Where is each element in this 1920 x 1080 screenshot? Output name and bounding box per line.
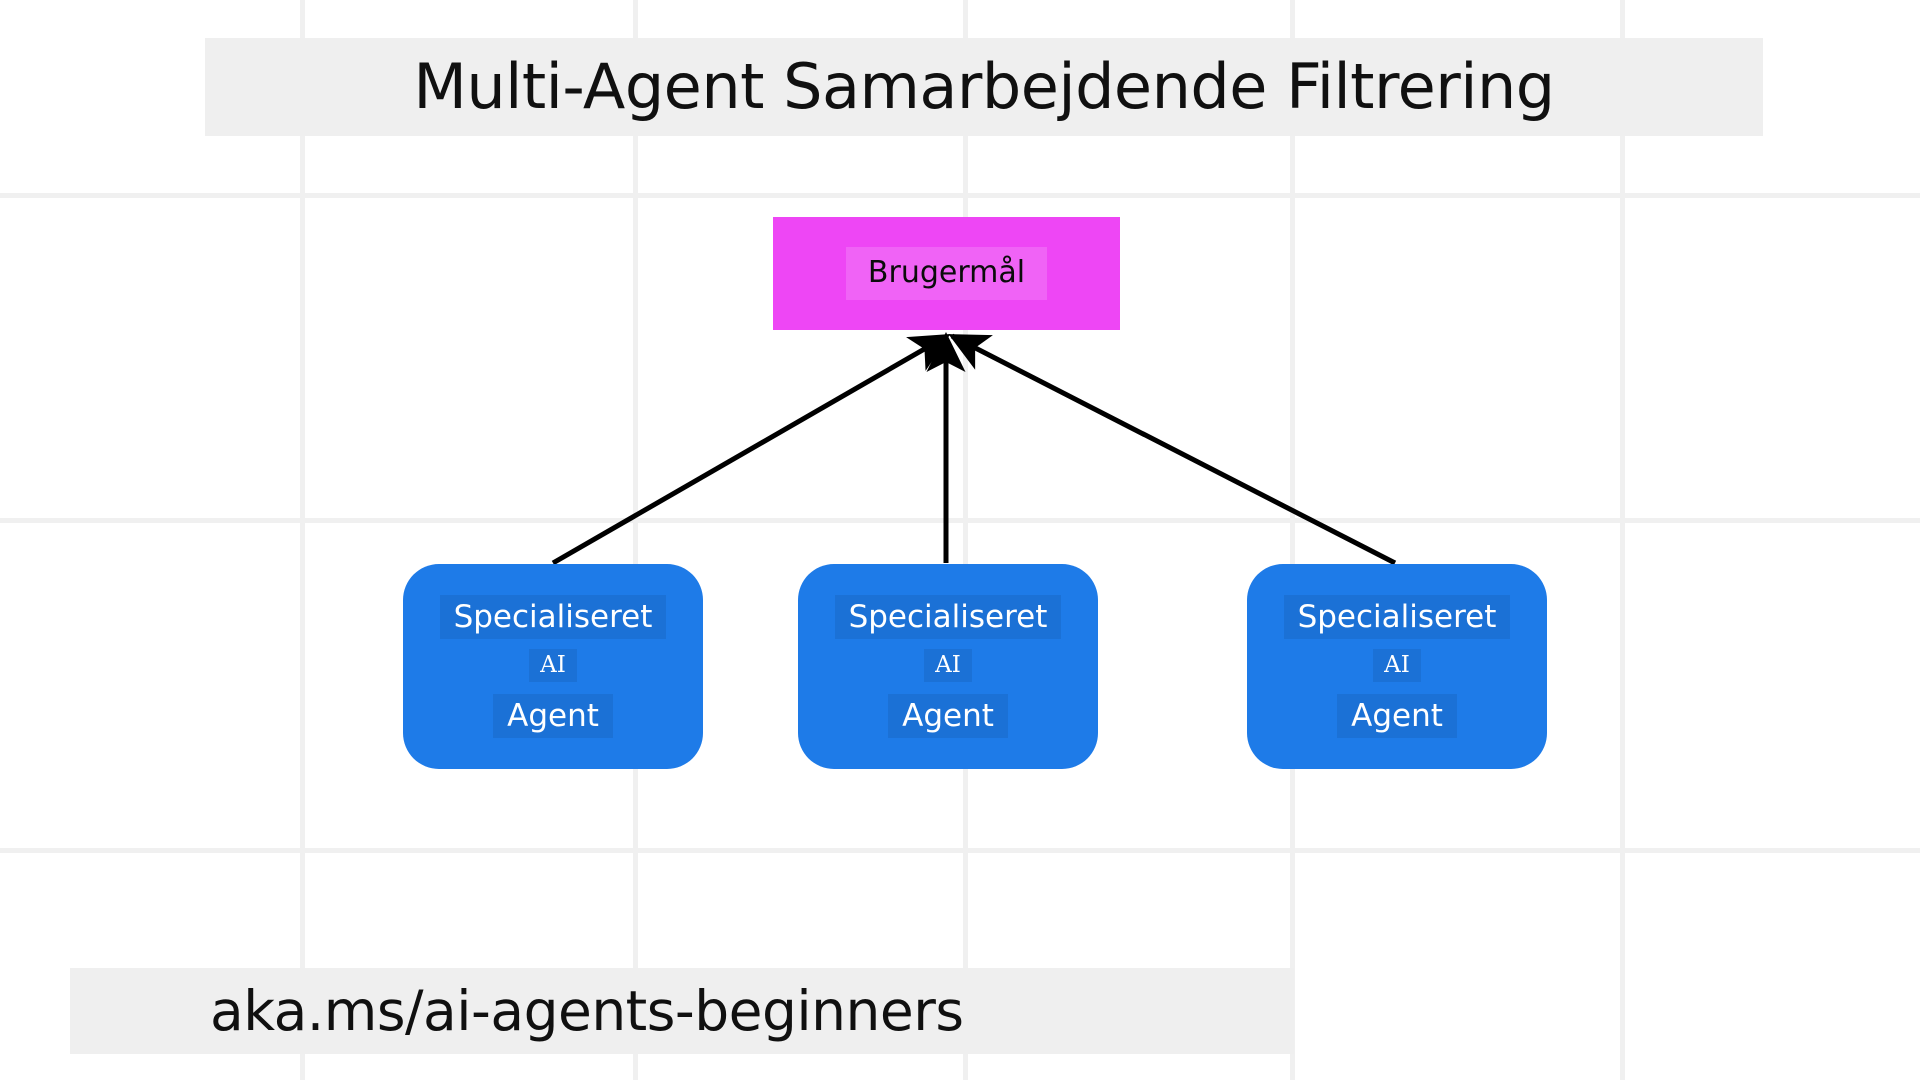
- gridline-vertical: [1290, 0, 1295, 1080]
- node-label-line-1: Specialiseret: [1283, 594, 1511, 639]
- footer-link-text[interactable]: aka.ms/ai-agents-beginners: [210, 978, 964, 1043]
- page-title: Multi-Agent Samarbejdende Filtrering: [413, 50, 1555, 123]
- node-label-line-3: Agent: [493, 694, 613, 739]
- gridline-vertical: [963, 0, 968, 1080]
- node-label-line-2: AI: [529, 648, 577, 683]
- gridline-vertical: [633, 0, 638, 1080]
- gridline-vertical: [300, 0, 305, 1080]
- node-specialized-ai-agent-1[interactable]: Specialiseret AI Agent: [403, 564, 703, 769]
- gridline-vertical: [1620, 0, 1625, 1080]
- node-label-line-2: AI: [1373, 648, 1421, 683]
- gridline-horizontal: [0, 848, 1920, 853]
- edge-agent1-to-goal: [551, 333, 951, 566]
- edge-agent3-to-goal: [948, 333, 1397, 566]
- node-label-line-3: Agent: [1337, 694, 1457, 739]
- node-brugermaal[interactable]: Brugermål: [773, 217, 1120, 330]
- node-specialized-ai-agent-3[interactable]: Specialiseret AI Agent: [1247, 564, 1547, 769]
- node-specialized-ai-agent-2[interactable]: Specialiseret AI Agent: [798, 564, 1098, 769]
- footer-banner: aka.ms/ai-agents-beginners: [70, 968, 1294, 1054]
- node-label-line-1: Specialiseret: [834, 594, 1062, 639]
- node-label: Brugermål: [845, 247, 1048, 300]
- node-label-line-2: AI: [924, 648, 972, 683]
- node-label-line-1: Specialiseret: [439, 594, 667, 639]
- gridline-horizontal: [0, 193, 1920, 198]
- title-banner: Multi-Agent Samarbejdende Filtrering: [205, 38, 1763, 136]
- node-label-line-3: Agent: [888, 694, 1008, 739]
- gridline-horizontal: [0, 518, 1920, 523]
